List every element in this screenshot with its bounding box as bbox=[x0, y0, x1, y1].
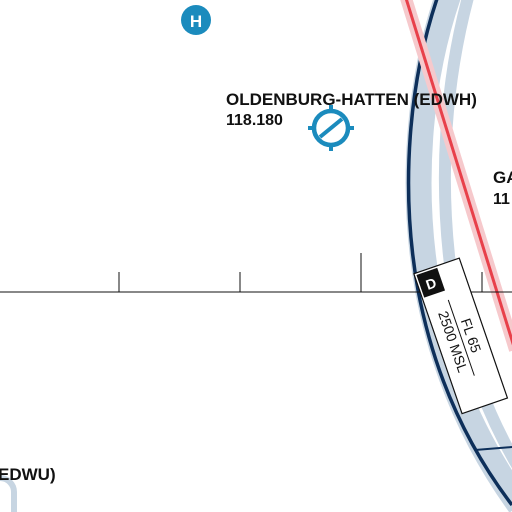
airspace-class-badge bbox=[416, 267, 446, 298]
airspace-d-boundary bbox=[406, 0, 512, 507]
airspace-limit-divider bbox=[447, 299, 475, 376]
airspace-label[interactable]: D FL 65 2500 MSL bbox=[413, 257, 509, 415]
airfield-frequency-oldenburg-hatten: 118.180 bbox=[226, 112, 283, 129]
airfield-name-oldenburg-hatten[interactable]: OLDENBURG-HATTEN (EDWH) bbox=[226, 90, 477, 109]
airfield-icon[interactable] bbox=[308, 105, 354, 151]
airfield-frequency-ga: 11 bbox=[493, 191, 510, 208]
heliport-letter: H bbox=[190, 12, 202, 31]
route-line bbox=[404, 0, 512, 346]
airspace-class: D bbox=[424, 274, 439, 292]
airfield-partial-icon bbox=[0, 475, 17, 512]
airspace-segment bbox=[474, 446, 512, 451]
heliport-icon[interactable]: H bbox=[181, 5, 211, 35]
airfield-name-ga[interactable]: GA bbox=[493, 168, 512, 187]
airfield-name-edwu[interactable]: EDWU) bbox=[0, 465, 56, 484]
